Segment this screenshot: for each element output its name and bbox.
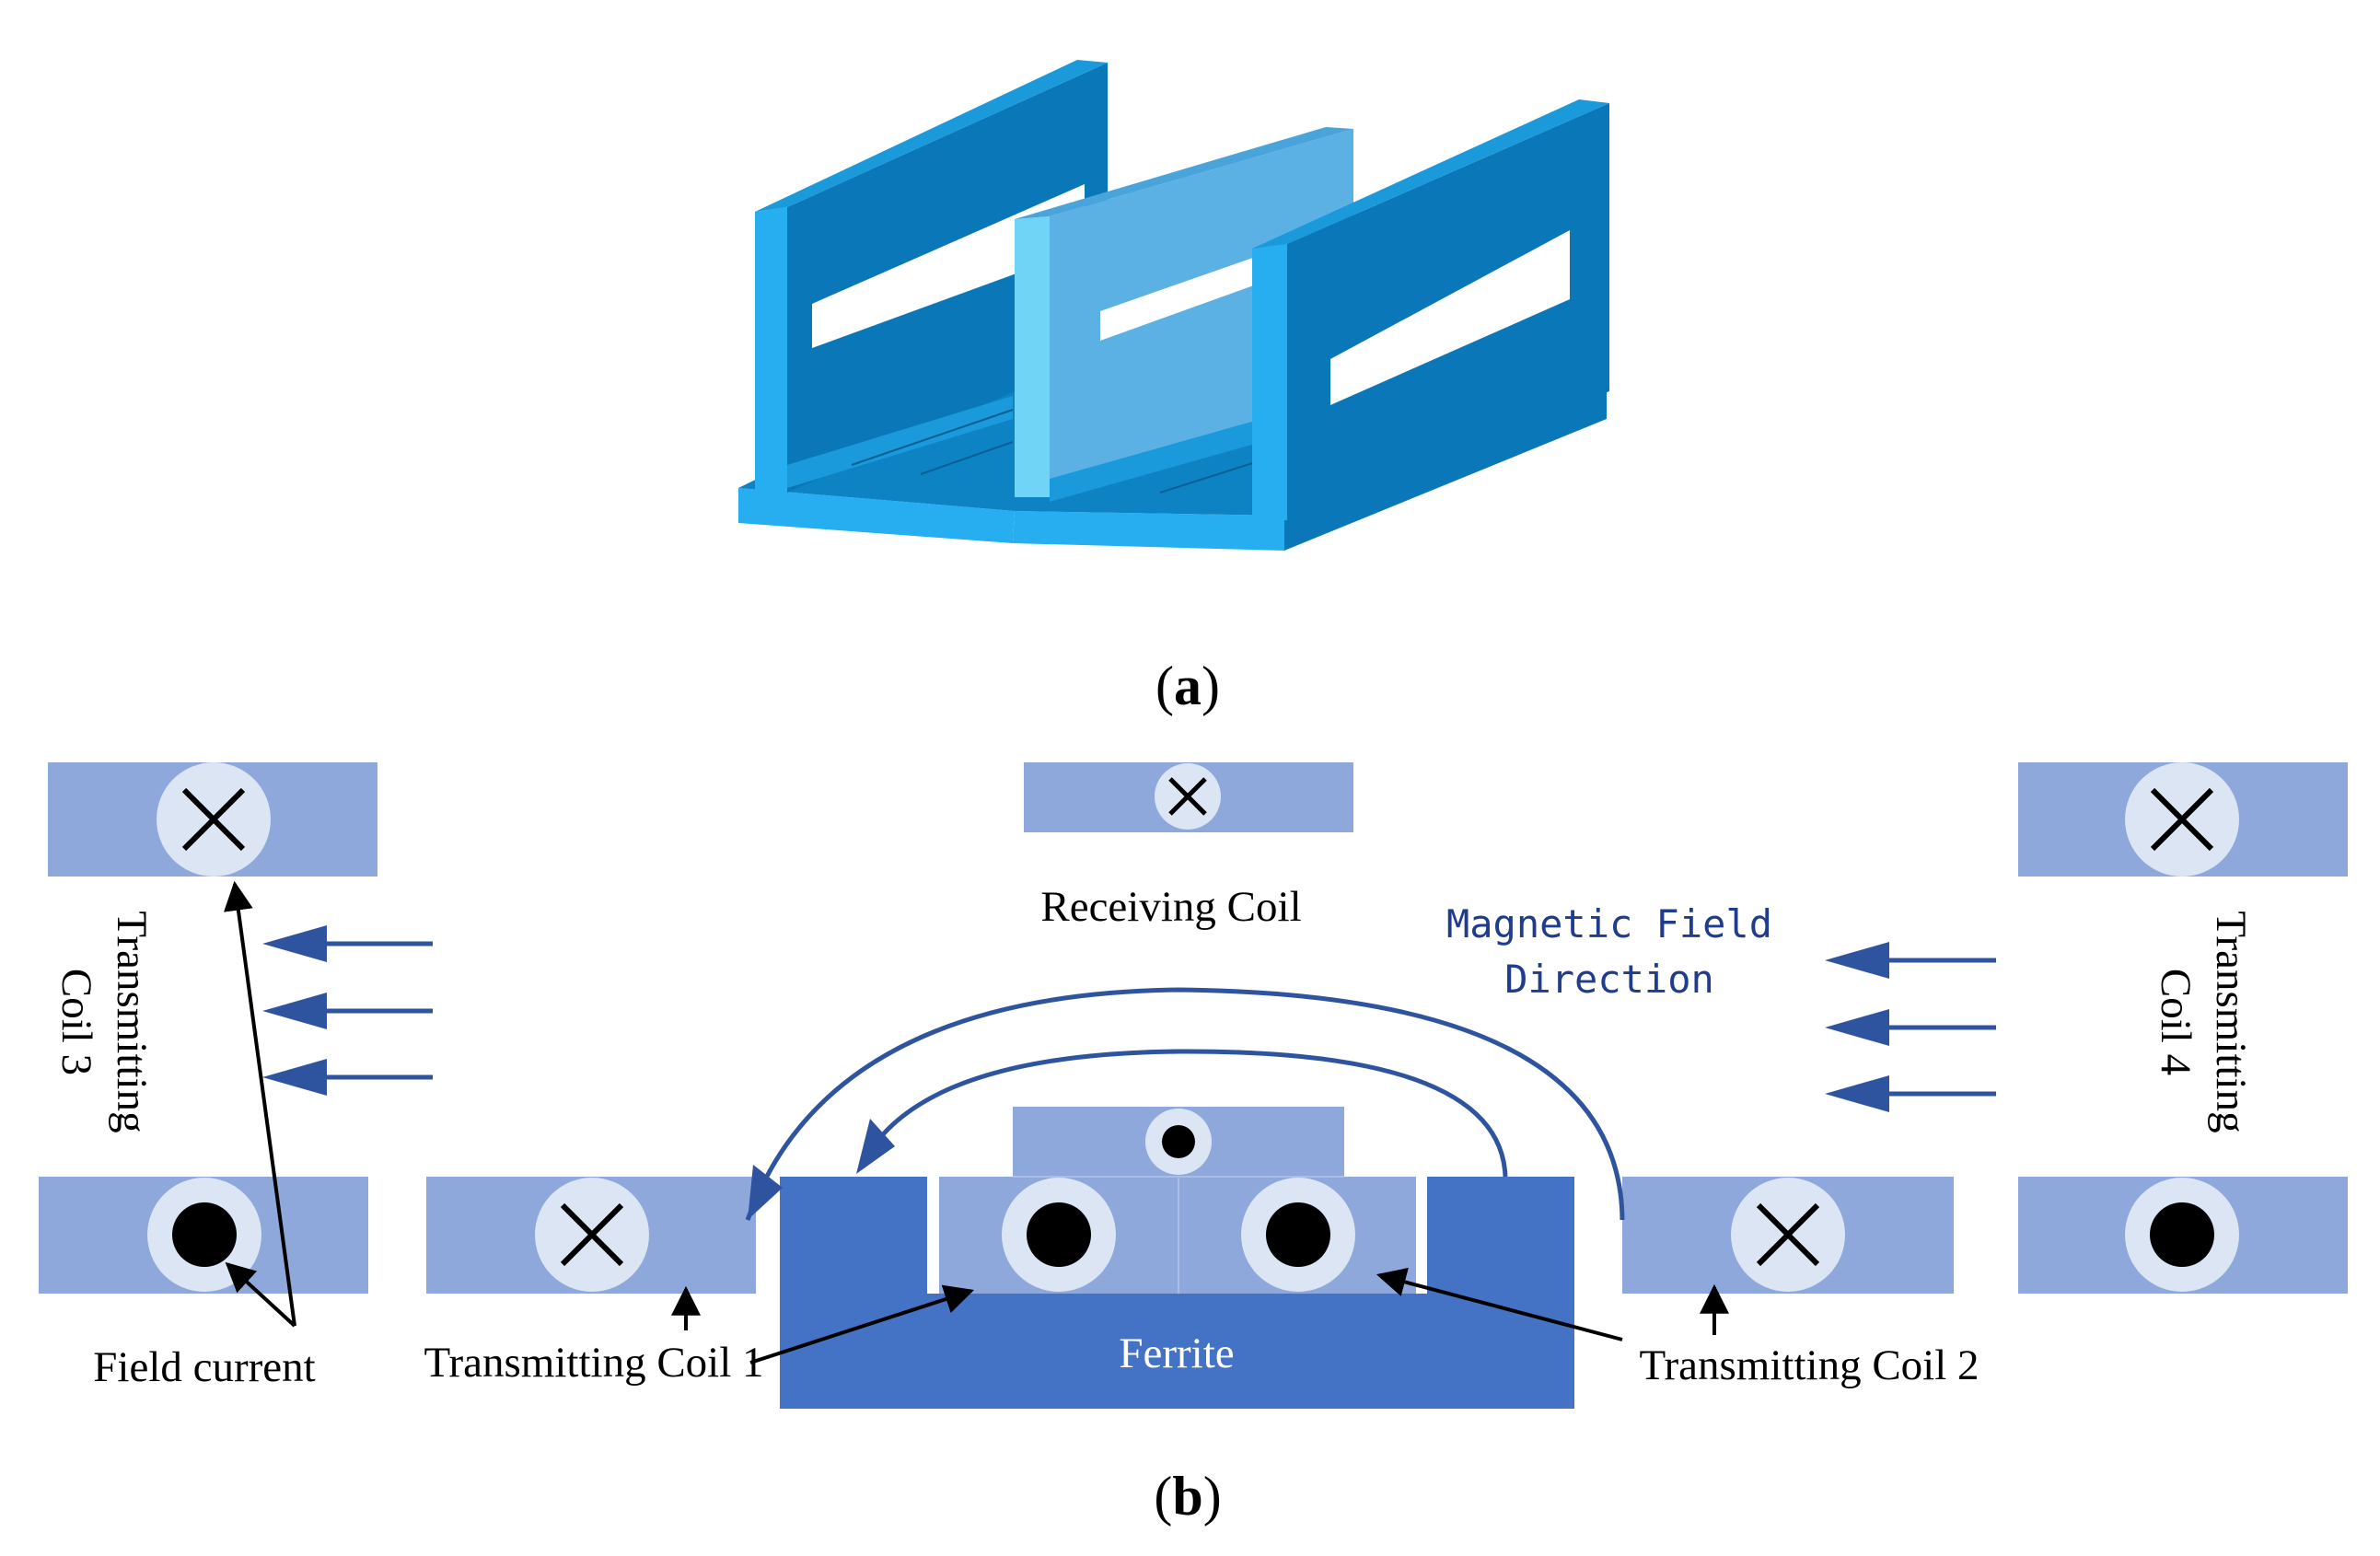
- svg-text:Transmitting: Transmitting: [108, 911, 156, 1132]
- dot-circle-icon: [1002, 1178, 1116, 1292]
- cross-circle-icon: [2125, 762, 2239, 877]
- receiving-coil-label: Receiving Coil: [1040, 883, 1301, 931]
- base-plate-left: [738, 488, 1015, 543]
- right-wall-top: [1252, 99, 1609, 249]
- transmitting-coil-2-label: Transmitting Coil 2: [1639, 1341, 1979, 1389]
- middle-plate-front: [1015, 216, 1050, 497]
- ferrite-right-pole: [1427, 1177, 1574, 1295]
- svg-text:Coil 3: Coil 3: [52, 969, 100, 1075]
- ferrite-label: Ferrite: [1119, 1330, 1234, 1377]
- dot-circle-icon: [1241, 1178, 1355, 1292]
- middle-plate-window: [1100, 247, 1284, 341]
- cross-circle-icon: [535, 1178, 649, 1292]
- dot-circle-icon: [147, 1178, 261, 1292]
- cross-section-diagram: Receiving Coil Magnetic Field Direction …: [39, 762, 2348, 1409]
- field-current-label: Field current: [93, 1343, 315, 1391]
- flux-arrow-head-outer: [748, 1165, 783, 1220]
- dot-circle-icon: [2125, 1178, 2239, 1292]
- cross-circle-icon: [1731, 1178, 1845, 1292]
- transmitting-coil-1-label: Transmitting Coil 1: [424, 1339, 763, 1387]
- dot-circle-icon: [1145, 1109, 1212, 1175]
- inner-floor-left: [787, 396, 1013, 488]
- cross-circle-icon: [1155, 763, 1221, 830]
- pointer-field-current-2: [225, 1261, 296, 1328]
- flux-arrow-head-inner: [856, 1119, 895, 1174]
- coupler-3d-model: [738, 60, 1609, 551]
- right-wall-front: [1252, 244, 1287, 520]
- svg-text:Coil 4: Coil 4: [2152, 969, 2200, 1075]
- magnetic-field-label-line1: Magnetic Field: [1446, 901, 1772, 946]
- field-arrow-right-group: [1825, 942, 1996, 1112]
- inner-floor-right: [1050, 419, 1261, 502]
- magnetic-field-label-line2: Direction: [1504, 957, 1714, 1002]
- ferrite-base: [780, 1294, 1574, 1409]
- pointer-coil-2-b: [1376, 1267, 1623, 1341]
- pointer-field-current-1: [224, 880, 296, 1327]
- pointer-coil-1-b: [749, 1284, 975, 1364]
- cross-circle-icon: [157, 762, 271, 877]
- left-wall-front: [755, 207, 787, 493]
- field-arrow-left-group: [262, 925, 433, 1096]
- flux-line-outer: [745, 987, 1625, 1221]
- base-plate-right: [1013, 511, 1284, 551]
- caption-b: (b): [1154, 1466, 1221, 1527]
- transmitting-coil-3-label: Transmitting Coil 3: [52, 911, 156, 1132]
- transmitting-coil-4-label: Transmitting Coil 4: [2152, 911, 2255, 1132]
- caption-a: (a): [1155, 656, 1220, 716]
- middle-plate-top: [1015, 127, 1353, 219]
- right-wall-window: [1330, 230, 1570, 405]
- flux-line-inner: [861, 1049, 1508, 1178]
- svg-text:Transmitting: Transmitting: [2207, 911, 2255, 1132]
- left-wall-top: [755, 60, 1108, 212]
- ferrite-left-pole: [780, 1177, 927, 1295]
